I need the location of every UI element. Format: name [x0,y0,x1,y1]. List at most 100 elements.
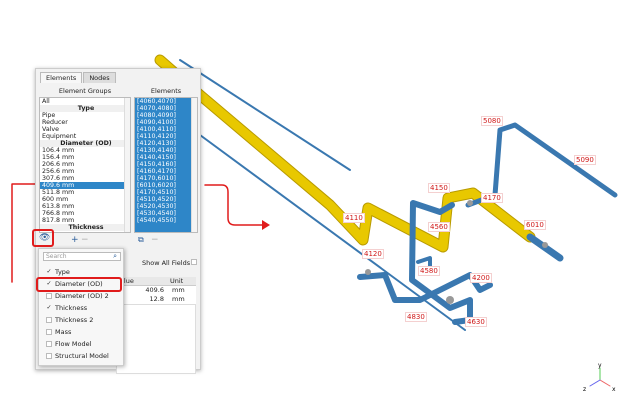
field-toggle-item[interactable]: Mass [46,328,71,336]
element-item[interactable]: [4510,4520] [137,196,176,203]
checkbox[interactable]: ✓ [46,268,52,275]
value-cell: 409.6 [145,286,164,294]
field-toggle-item[interactable]: Flow Model [46,340,91,348]
element-item[interactable]: [4540,4550] [137,217,176,224]
element-item[interactable]: [4130,4140] [137,147,176,154]
arrowhead [262,220,270,230]
group-item[interactable]: 256.6 mm [42,168,75,175]
valve-icon[interactable] [446,296,454,304]
element-item[interactable]: [4110,4120] [137,133,176,140]
element-item[interactable]: [4060,4070] [137,98,176,105]
valve-icon[interactable] [365,269,371,275]
field-label: Diameter (OD) 2 [55,292,109,300]
remove-group-button[interactable]: − [81,235,89,245]
field-toggle-item[interactable]: ✓Diameter (OD) [46,280,103,288]
element-item[interactable]: [4070,4080] [137,105,176,112]
group-item[interactable]: 156.4 mm [42,154,75,161]
group-item[interactable]: 600 mm [42,196,69,203]
group-item[interactable]: 511.8 mm [42,189,75,196]
remove-element-button[interactable]: − [151,235,159,245]
group-item[interactable]: 766.8 mm [42,210,75,217]
value-header: Value [116,277,134,285]
field-label: Structural Model [55,352,109,360]
element-item[interactable]: [4170,4510] [137,189,176,196]
node-label: 4560 [428,222,450,232]
elements-list[interactable]: [4060,4070][4070,4080][4080,4090][4090,4… [134,97,198,233]
valve-icon[interactable] [467,200,473,206]
checkbox[interactable] [46,341,52,347]
group-section-header: Thickness [40,224,130,231]
search-input[interactable]: Search [43,252,121,261]
element-item[interactable]: [4080,4090] [137,112,176,119]
copy-icon[interactable]: ⧉ [138,235,144,244]
group-item[interactable]: 206.6 mm [42,161,75,168]
group-item[interactable]: 613.8 mm [42,203,75,210]
group-item[interactable]: 106.4 mm [42,147,75,154]
value-cell: 12.8 [149,295,164,303]
element-item[interactable]: [4120,4130] [137,140,176,147]
node-label: 4170 [481,193,503,203]
element-item[interactable]: [4150,4160] [137,161,176,168]
unit-cell: mm [172,295,185,303]
scrollbar[interactable] [191,98,197,232]
axis-x [599,379,611,387]
element-item[interactable]: [4140,4150] [137,154,176,161]
node-label: 4630 [465,317,487,327]
node-label: 4830 [405,312,427,322]
checkbox[interactable] [46,329,52,335]
axis-z-label: z [583,386,586,393]
checkbox[interactable] [46,353,52,359]
show-all-fields-label: Show All Fields [142,259,191,267]
valve-icon[interactable] [542,242,548,248]
element-item[interactable]: [4160,4170] [137,168,176,175]
elements-header: Elements [150,87,182,95]
checkbox[interactable] [46,317,52,323]
field-toggle-item[interactable]: Diameter (OD) 2 [46,292,109,300]
node-label: 4110 [343,213,365,223]
field-label: Mass [55,328,72,336]
checkbox[interactable]: ✓ [46,304,52,311]
checkbox[interactable] [46,293,52,299]
unit-header: Unit [170,277,184,285]
pipe-4830[interactable] [357,272,493,303]
eye-icon[interactable]: 👁︎ [39,233,51,243]
element-item[interactable]: [4100,4110] [137,126,176,133]
node-label: 4150 [428,183,450,193]
element-item[interactable]: [4530,4540] [137,210,176,217]
field-label: Type [55,268,70,276]
checkbox[interactable]: ✓ [46,280,52,287]
scrollbar[interactable] [124,98,130,232]
pipe-thin[interactable] [179,59,351,171]
element-item[interactable]: [6010,6020] [137,182,176,189]
group-item[interactable]: 409.6 mm [40,182,130,189]
fields-visibility-popup: Search ⌕ ✓Type✓Diameter (OD)Diameter (OD… [38,248,124,366]
group-item[interactable]: 817.8 mm [42,217,75,224]
add-group-button[interactable]: + [71,235,79,245]
field-toggle-item[interactable]: Structural Model [46,352,109,360]
show-all-fields-checkbox[interactable] [191,259,197,265]
annotation-box-eye [32,229,54,247]
element-item[interactable]: [4090,4100] [137,119,176,126]
element-item[interactable]: [4520,4530] [137,203,176,210]
axis-y-label: y [598,362,602,369]
group-item[interactable]: All [42,98,50,105]
group-item[interactable]: Valve [42,126,60,133]
group-item[interactable]: Reducer [42,119,68,126]
field-label: Flow Model [55,340,92,348]
group-item[interactable]: 307.6 mm [42,175,75,182]
pipe-yellow[interactable] [155,55,535,252]
tab-elements[interactable]: Elements [40,72,83,83]
tab-nodes[interactable]: Nodes [83,72,116,83]
group-item[interactable]: Equipment [42,133,77,140]
field-label: Thickness [55,304,88,312]
annotation-arrow-right [204,184,265,226]
field-toggle-item[interactable]: Thickness 2 [46,316,93,324]
group-item[interactable]: Pipe [42,112,56,119]
field-toggle-item[interactable]: ✓Type [46,268,70,276]
annotation-arrow-left [11,183,41,283]
field-label: Diameter (OD) [55,280,103,288]
element-item[interactable]: [4170,6010] [137,175,176,182]
field-toggle-item[interactable]: ✓Thickness [46,304,87,312]
